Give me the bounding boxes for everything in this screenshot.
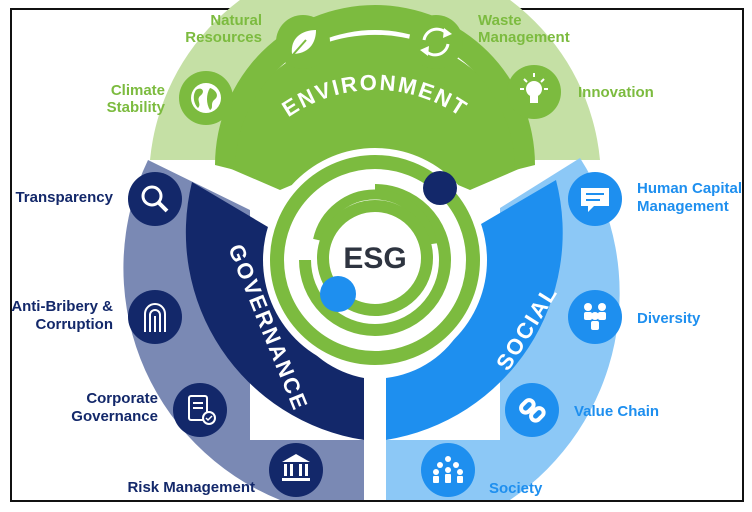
magnifier-icon (141, 185, 169, 213)
document-check-icon (188, 395, 216, 425)
recycle-icon (420, 27, 452, 57)
anti-bribery-item: Anti-Bribery & Corruption (11, 290, 182, 344)
transparency-item: Transparency (15, 172, 182, 226)
waste-management-item: Waste Management (409, 12, 570, 69)
governance-band (185, 182, 364, 440)
society-item: Society (421, 443, 543, 497)
waste-management-label-2: Management (478, 29, 570, 46)
climate-stability-label-2: Stability (107, 99, 166, 116)
natural-resources-label-2: Resources (185, 29, 262, 46)
fingerprint-icon (144, 303, 166, 332)
corporate-governance-label-1: Corporate (86, 390, 158, 407)
transparency-label: Transparency (15, 189, 113, 206)
center-dot-navy (423, 171, 457, 205)
people-icon (584, 303, 606, 330)
value-chain-item: Value Chain (505, 383, 659, 437)
risk-management-item: Risk Management (127, 443, 323, 497)
globe-icon (191, 83, 221, 113)
leaf-icon (289, 30, 316, 59)
diversity-label: Diversity (637, 310, 701, 327)
human-capital-item: Human Capital Management (568, 172, 742, 226)
natural-resources-label-1: Natural (210, 12, 262, 29)
waste-management-label-1: Waste (478, 12, 522, 29)
anti-bribery-label-1: Anti-Bribery & (11, 298, 113, 315)
corporate-governance-item: Corporate Governance (71, 383, 227, 437)
center-dot-blue (320, 276, 356, 312)
link-icon (519, 398, 546, 423)
natural-resources-item: Natural Resources (185, 12, 330, 69)
diversity-item: Diversity (568, 290, 701, 344)
chat-icon (581, 188, 609, 212)
risk-management-label: Risk Management (127, 479, 255, 496)
innovation-item: Innovation (507, 65, 654, 119)
corporate-governance-label-2: Governance (71, 408, 158, 425)
innovation-label: Innovation (578, 84, 654, 101)
environment-band (222, 34, 528, 190)
bank-icon (282, 454, 310, 481)
climate-stability-item: Climate Stability (107, 71, 233, 125)
human-capital-label-2: Management (637, 198, 729, 215)
anti-bribery-label-2: Corruption (36, 316, 113, 333)
community-icon (433, 456, 463, 483)
value-chain-label: Value Chain (574, 403, 659, 420)
lightbulb-icon (520, 73, 548, 103)
center-label: ESG (343, 242, 406, 275)
society-label: Society (489, 480, 543, 497)
human-capital-label-1: Human Capital (637, 180, 742, 197)
center-core: ESG (263, 148, 487, 372)
environment-segment: ENVIRONMENT (150, 0, 600, 190)
climate-stability-label-1: Climate (111, 82, 165, 99)
